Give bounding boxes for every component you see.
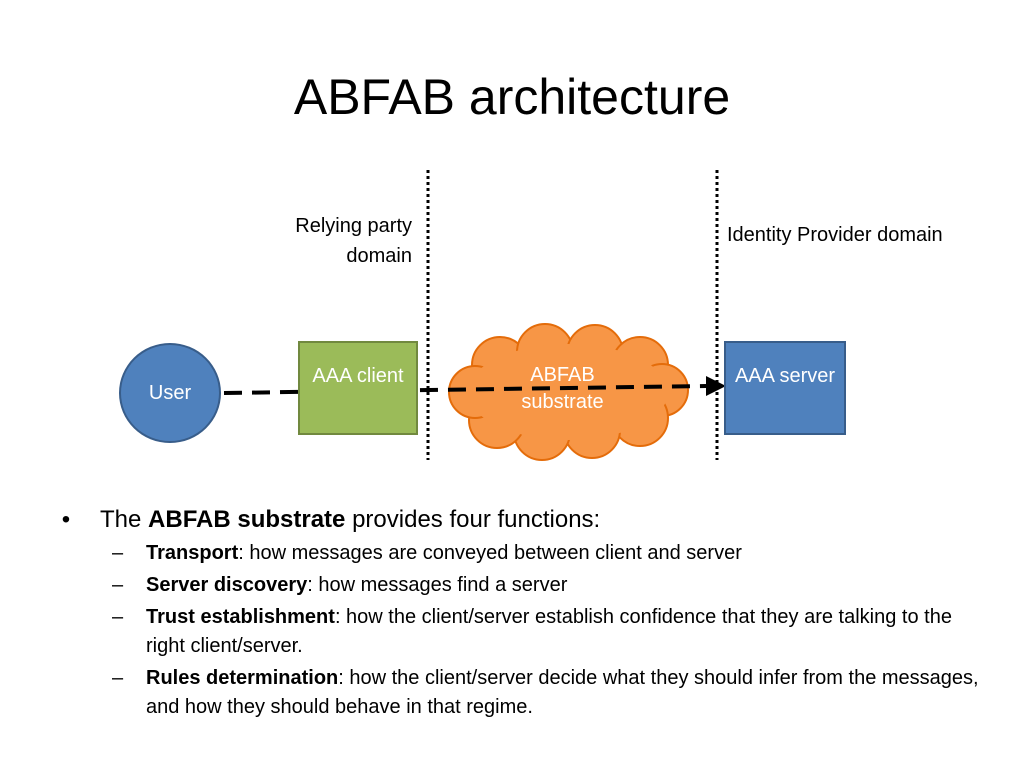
sub-bullet-marker: –: [112, 667, 124, 689]
abfab-substrate-label: ABFAB substrate: [521, 364, 604, 413]
main-bullet-prefix: The: [100, 506, 149, 533]
user-label: User: [148, 381, 192, 404]
sub-bullet-rules-determination: –Rules determination: how the client/ser…: [56, 664, 986, 722]
identity-provider-domain-label: Identity Provider domain: [727, 224, 943, 246]
sub-bullet-term: Transport: [146, 542, 239, 564]
main-bullet-bold: ABFAB substrate: [148, 506, 346, 533]
sub-bullet-text: : how the client/server decide what they…: [146, 667, 979, 718]
sub-bullet-text: : how the client/server establish confid…: [146, 606, 952, 657]
message-flow-arrow-line: [223, 384, 707, 395]
sub-bullet-term: Rules determination: [146, 667, 339, 689]
abfab-substrate-cloud: [448, 323, 689, 461]
user-node: User: [119, 343, 221, 443]
bullet-list: • The ABFAB substrate provides four funct…: [56, 504, 986, 722]
sub-bullet-marker: –: [112, 606, 124, 628]
aaa-server-box: AAA server: [724, 341, 846, 435]
main-bullet: • The ABFAB substrate provides four funct…: [56, 504, 986, 536]
sub-bullet-text: : how messages are conveyed between clie…: [238, 542, 742, 564]
aaa-client-label: AAA client: [312, 365, 404, 387]
bullet-marker: •: [61, 506, 71, 533]
slide-title: ABFAB architecture: [293, 69, 731, 125]
sub-bullet-transport: –Transport: how messages are conveyed be…: [56, 539, 986, 568]
relying-party-domain-label: Relying party domain: [295, 215, 412, 267]
sub-bullet-marker: –: [112, 542, 124, 564]
sub-bullet-text: : how messages find a server: [307, 574, 568, 596]
sub-bullet-term: Server discovery: [146, 574, 308, 596]
main-bullet-suffix: provides four functions:: [345, 506, 601, 533]
sub-bullet-marker: –: [112, 574, 124, 596]
aaa-server-label: AAA server: [734, 365, 836, 387]
sub-bullet-term: Trust establishment: [146, 606, 335, 628]
aaa-client-box: AAA client: [298, 341, 418, 435]
message-flow-arrowhead: [706, 376, 726, 396]
sub-bullet-trust-establishment: –Trust establishment: how the client/ser…: [56, 603, 986, 661]
sub-bullet-server-discovery: –Server discovery: how messages find a s…: [56, 571, 986, 600]
